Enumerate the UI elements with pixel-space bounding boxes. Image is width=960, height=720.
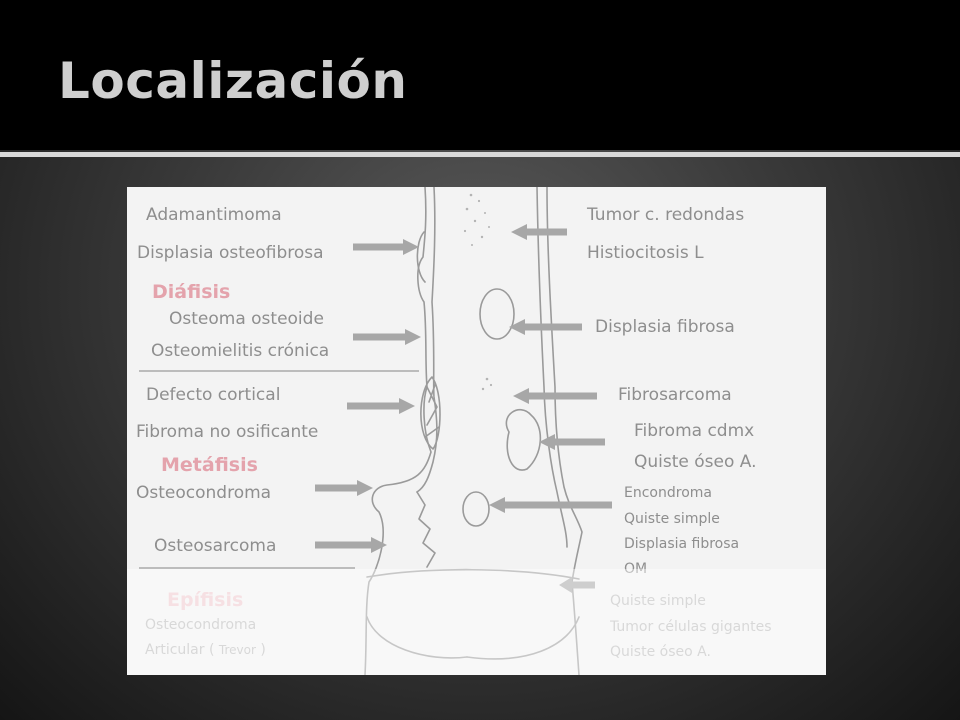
label-osteosarcoma: Osteosarcoma bbox=[154, 536, 277, 556]
metaphysis-irregular-edge bbox=[416, 491, 436, 568]
label-epiphysis-simple-cyst: Quiste simple bbox=[610, 593, 706, 609]
bone-diagram: Adamantimoma Displasia osteofibrosa Diáf… bbox=[127, 187, 826, 675]
label-cortical-defect: Defecto cortical bbox=[146, 385, 281, 405]
epiphysis-growth-plate bbox=[366, 568, 580, 580]
label-fibroma-cdmx: Fibroma cdmx bbox=[634, 421, 755, 441]
label-trevor: Trevor bbox=[218, 643, 256, 657]
label-non-ossifying-fibroma: Fibroma no osificante bbox=[136, 422, 319, 442]
arrowhead-enchondroma bbox=[489, 497, 505, 513]
label-fibrous-dysplasia-2: Displasia fibrosa bbox=[624, 536, 740, 552]
label-articular-suffix: ) bbox=[260, 642, 266, 658]
bone-right-medulla bbox=[536, 187, 568, 548]
label-histiocytosis: Histiocitosis L bbox=[587, 243, 704, 263]
region-metaphysis: Metáfisis bbox=[161, 454, 258, 476]
label-articular-trevor: Articular ( Trevor ) bbox=[145, 642, 266, 658]
arrowhead-round-cell bbox=[511, 224, 527, 240]
arrowhead-osteochondroma bbox=[357, 480, 373, 496]
enchondroma-lesion bbox=[462, 491, 490, 527]
label-epiphysis-bone-cyst: Quiste óseo A. bbox=[610, 644, 711, 660]
fibrous-dysplasia-lesion bbox=[479, 288, 515, 340]
label-osteofibrous-dysplasia: Displasia osteofibrosa bbox=[137, 243, 324, 263]
label-osteochondroma: Osteocondroma bbox=[136, 483, 272, 503]
label-adamantinoma: Adamantimoma bbox=[146, 205, 282, 225]
arrowhead-osteofibrous bbox=[403, 239, 419, 255]
label-fibrosarcoma: Fibrosarcoma bbox=[618, 385, 732, 405]
arrowhead-cortical-defect bbox=[399, 398, 415, 414]
slide-header: Localización bbox=[0, 0, 960, 150]
arrowhead-fibrosarcoma bbox=[513, 388, 529, 404]
adamantinoma-lesion bbox=[416, 231, 426, 283]
epiphysis-bottom-left bbox=[366, 616, 468, 659]
bone-left-medulla bbox=[416, 187, 438, 493]
label-epiphysis-osteochondroma: Osteocondroma bbox=[145, 617, 257, 633]
epiphysis-overlay bbox=[127, 569, 826, 675]
header-divider bbox=[0, 152, 960, 157]
cyst-lesion bbox=[505, 408, 542, 471]
bone-illustration bbox=[139, 187, 612, 675]
region-epiphysis: Epífisis bbox=[167, 589, 244, 611]
label-round-cell-tumor: Tumor c. redondas bbox=[587, 205, 745, 225]
label-fibrous-dysplasia: Displasia fibrosa bbox=[595, 317, 735, 337]
bone-right-cortex bbox=[546, 187, 583, 675]
label-articular-prefix: Articular ( bbox=[145, 642, 215, 658]
label-enchondroma: Encondroma bbox=[624, 485, 712, 501]
label-osteoid-osteoma: Osteoma osteoide bbox=[169, 309, 324, 329]
cortical-defect-lesion bbox=[420, 376, 441, 450]
label-om: OM bbox=[624, 561, 648, 577]
label-bone-cyst: Quiste óseo A. bbox=[634, 452, 757, 472]
arrowhead-fibrous-dysplasia bbox=[509, 319, 525, 335]
region-diaphysis: Diáfisis bbox=[152, 281, 231, 303]
label-simple-cyst: Quiste simple bbox=[624, 511, 720, 527]
arrowhead-fibroma bbox=[539, 434, 555, 450]
epiphysis-bottom-right bbox=[466, 616, 580, 660]
trabecular-lesion bbox=[424, 384, 440, 438]
label-chronic-osteomyelitis: Osteomielitis crónica bbox=[151, 341, 330, 361]
label-giant-cell-tumor: Tumor células gigantes bbox=[610, 619, 772, 635]
slide-title: Localización bbox=[58, 52, 408, 110]
arrowhead-epiphysis bbox=[559, 577, 572, 593]
arrowhead-osteosarcoma bbox=[371, 537, 387, 553]
arrowhead-osteoid-osteoma bbox=[405, 329, 421, 345]
